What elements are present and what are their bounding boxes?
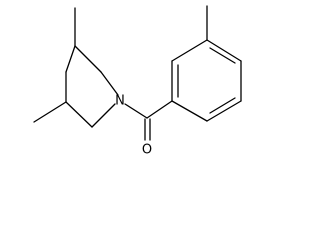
molecule-structure: N O [33,5,242,158]
bond-ar6-ar1 [171,100,208,122]
amide-group [124,100,173,141]
oxygen-atom-label: O [142,143,152,158]
benzene-ring [171,39,242,122]
bond-aromatic-inner-2 [209,47,236,64]
bond-ar2-ar3 [171,39,208,62]
bond-c3-c2 [74,45,102,73]
piperidine-ring [65,45,119,128]
bond-n-carbonyl [124,103,148,119]
bond-ar3-ar4 [206,39,242,62]
bond-c2-n [100,71,119,96]
bond-c6-c5 [65,101,93,128]
bond-ar5-ar6 [206,100,242,122]
bond-carbonyl-aryl [146,100,173,119]
bond-c5-methyl [33,101,67,123]
nitrogen-atom-label: N [115,94,125,109]
atom-labels: N O [115,94,152,158]
bond-aromatic-inner-3 [209,97,236,114]
ring-methyl-groups [33,7,76,123]
bond-c4-c3 [65,45,76,73]
bond-n-c6 [91,103,116,128]
